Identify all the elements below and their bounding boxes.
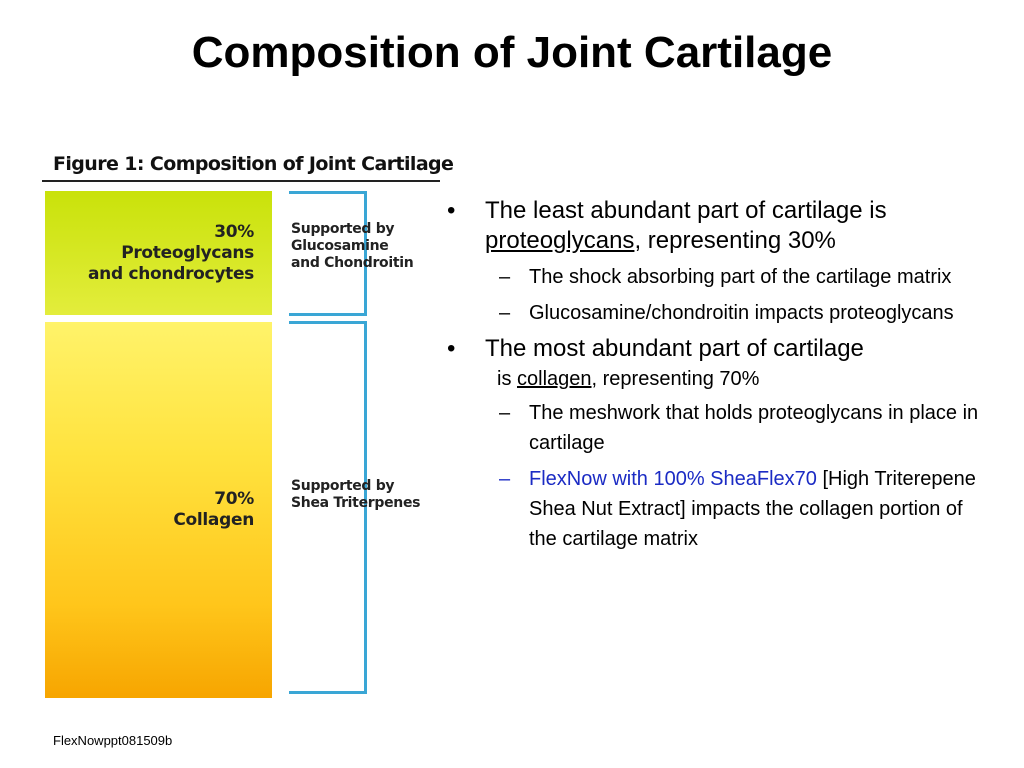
bullet-text: The most abundant part of cartilage [485,335,864,362]
sub-bullet-item: – The shock absorbing part of the cartil… [440,262,980,292]
collagen-percent: 70% [214,489,254,509]
collagen-label: Collagen [173,510,254,530]
shea-support-label: Supported by Shea Triterpenes [291,478,420,512]
dash-marker: – [499,266,511,288]
dash-marker: – [499,402,511,424]
support-line: Glucosamine [291,238,389,254]
bullet-item-proteoglycans: • The least abundant part of cartilage i… [440,196,980,256]
chondrocytes-label: and chondrocytes [88,263,254,284]
support-line: Supported by [291,478,395,494]
support-line: Supported by [291,221,395,237]
glucosamine-support-label: Supported by Glucosamine and Chondroitin [291,221,414,272]
dash-marker: – [499,302,511,324]
figure-title-rule [42,180,440,182]
proteoglycans-block: 30% Proteoglycans and chondrocytes [45,191,272,315]
term-collagen: collagen [517,368,592,390]
term-proteoglycans: proteoglycans [485,227,635,254]
proteoglycans-percent: 30% [214,221,254,242]
bullet-item-collagen: • The most abundant part of cartilage [440,334,980,364]
sub-bullet-text: The meshwork that holds proteoglycans in… [529,402,979,454]
bullet-marker: • [447,197,456,224]
bullet-continuation: is collagen, representing 70% [440,366,980,392]
bullet-text: , representing 70% [591,368,760,390]
sub-bullet-text: [High Triterepene Shea Nut Extract] impa… [529,468,976,550]
slide-footer: FlexNowppt081509b [53,733,173,748]
support-line: and Chondroitin [291,255,414,271]
proteoglycans-label: Proteoglycans [121,242,254,263]
support-line: Shea Triterpenes [291,495,421,511]
slide-title: Composition of Joint Cartilage [191,28,833,77]
collagen-block: 70% Collagen [45,322,272,698]
bullet-marker: • [447,335,456,362]
bullet-text: The least abundant part of cartilage is [485,197,887,224]
bullet-text: , representing 30% [634,227,836,254]
sub-bullet-text: The shock absorbing part of the cartilag… [529,266,952,288]
bracket-bottom [289,321,367,694]
bullet-list: • The least abundant part of cartilage i… [440,196,980,560]
dash-marker: – [499,468,511,490]
sub-bullet-item-flexnow: – FlexNow with 100% SheaFlex70 [High Tri… [440,464,980,554]
sub-bullet-item: – The meshwork that holds proteoglycans … [440,398,980,458]
bracket-top [289,191,367,316]
bullet-text: is [497,368,517,390]
flexnow-brand-text: FlexNow with 100% SheaFlex70 [529,468,817,490]
sub-bullet-item: – Glucosamine/chondroitin impacts proteo… [440,298,980,328]
sub-bullet-text: Glucosamine/chondroitin impacts proteogl… [529,302,954,324]
figure-title: Figure 1: Composition of Joint Cartilage [53,153,454,175]
